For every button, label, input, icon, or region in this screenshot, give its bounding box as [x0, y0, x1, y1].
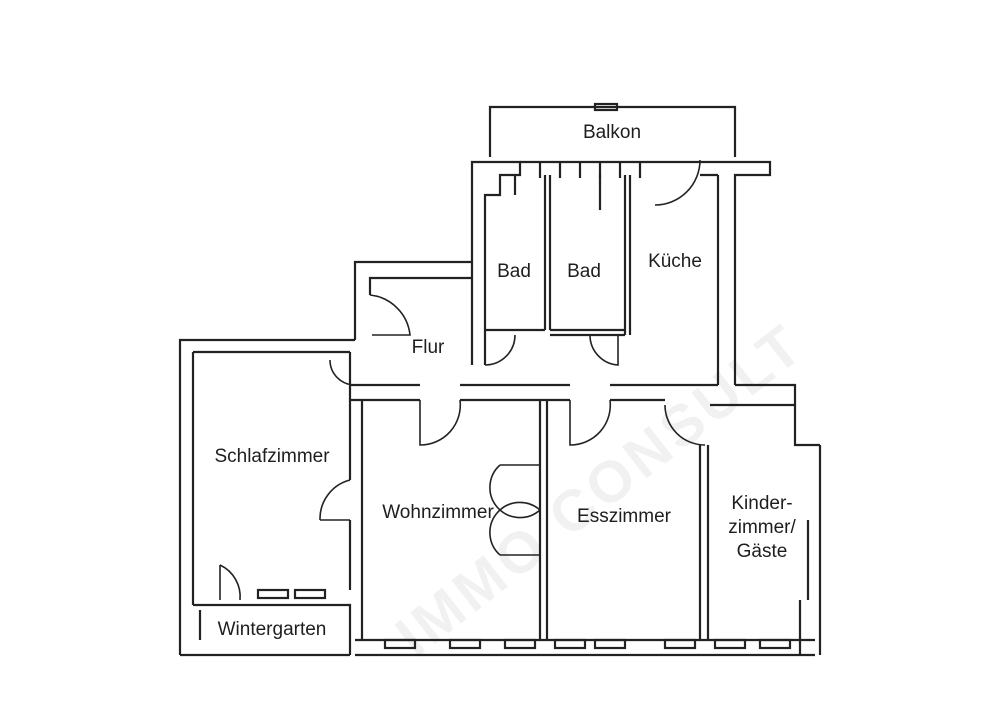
balkon-outline [488, 105, 737, 157]
room-schlafzimmer: Schlafzimmer [214, 446, 330, 467]
door-flur-entry [369, 294, 411, 336]
wall-flur [353, 260, 472, 340]
room-bad-2: Bad [567, 261, 601, 282]
wall-schlafzimmer [178, 338, 355, 655]
wall-wohn-ess [538, 400, 549, 640]
wall-bad-2 [623, 175, 632, 335]
wall-bad-1 [543, 175, 552, 330]
door-wintergarten [219, 564, 241, 601]
room-wintergarten: Wintergarten [217, 619, 327, 640]
wall-ess-kinder [698, 445, 710, 640]
wall-kinder-right [798, 445, 822, 655]
wall-corridor [350, 383, 820, 447]
room-bad-1: Bad [497, 261, 531, 282]
room-flur: Flur [411, 337, 445, 358]
door-bad-1 [484, 334, 516, 366]
room-wohnzimmer: Wohnzimmer [382, 502, 494, 523]
wall-wintergarten [180, 603, 352, 657]
wall-upper-outer [470, 160, 522, 365]
door-esszimmer [569, 399, 612, 446]
room-esszimmer: Esszimmer [577, 506, 671, 527]
room-balkon: Balkon [582, 122, 642, 143]
room-kinderzimmer: Kinder- zimmer/ Gäste [728, 493, 796, 562]
room-kueche: Küche [648, 251, 702, 272]
doors [219, 159, 706, 601]
balkon-window [593, 102, 619, 112]
door-wohn-double [489, 464, 541, 556]
door-kueche [654, 159, 701, 206]
door-schlafzimmer [319, 479, 351, 521]
door-bad-2 [589, 334, 619, 366]
door-kinderzimmer [664, 404, 706, 446]
door-wohnzimmer [419, 399, 462, 446]
